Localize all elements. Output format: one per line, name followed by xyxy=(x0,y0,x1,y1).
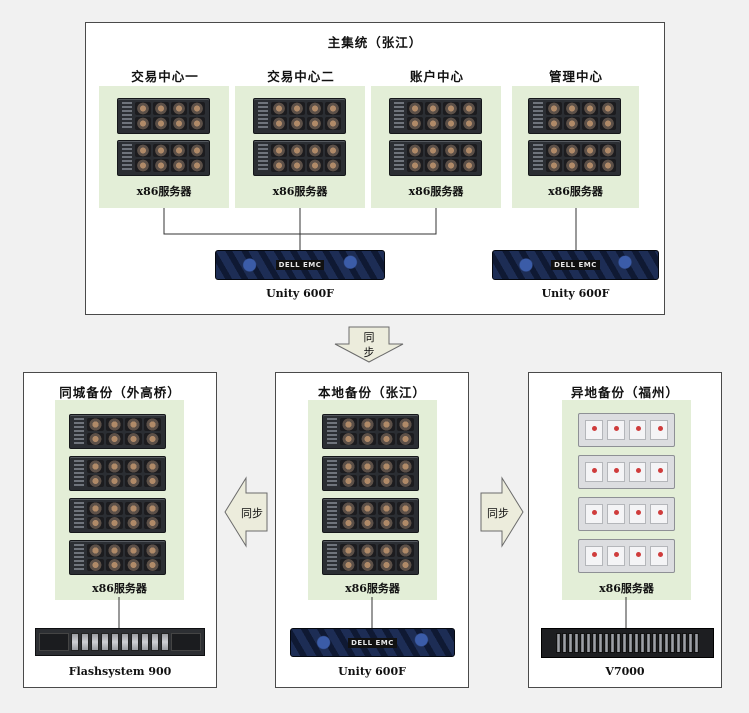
white-server-icon xyxy=(578,455,675,489)
server-icon xyxy=(389,98,482,134)
dell-storage-icon: DELL EMC xyxy=(290,628,455,657)
server-icon xyxy=(322,414,419,449)
local-title: 本地备份（张江） xyxy=(317,385,426,400)
center-name-trade-2: 交易中心二 xyxy=(267,69,335,84)
server-icon xyxy=(322,540,419,575)
white-server-icon xyxy=(578,413,675,447)
server-icon xyxy=(253,140,346,176)
remote-title: 异地备份（福州） xyxy=(570,385,679,400)
storage-label-local: Unity 600F xyxy=(338,665,406,678)
server-icon xyxy=(69,456,166,491)
server-label-management: x86服务器 xyxy=(548,185,603,198)
dell-storage-icon: DELL EMC xyxy=(215,250,385,280)
server-label-account: x86服务器 xyxy=(408,185,464,198)
white-server-icon xyxy=(578,539,675,573)
server-icon xyxy=(117,98,210,134)
server-label-trade-1: x86服务器 xyxy=(136,185,192,198)
storage-label-main-right: Unity 600F xyxy=(541,287,610,300)
same-city-title: 同城备份（外高桥） xyxy=(59,385,181,400)
v7000-storage-icon xyxy=(541,628,714,658)
server-icon xyxy=(69,540,166,575)
center-name-management: 管理中心 xyxy=(548,69,603,84)
server-icon xyxy=(117,140,210,176)
center-name-account: 账户中心 xyxy=(409,69,464,84)
sync-arrow-left-icon xyxy=(224,476,268,548)
sync-arrow-right-icon xyxy=(480,476,524,548)
storage-brand: DELL EMC xyxy=(348,637,397,648)
server-label-local: x86服务器 xyxy=(345,582,400,595)
storage-brand: DELL EMC xyxy=(275,260,325,270)
server-icon xyxy=(389,140,482,176)
server-icon xyxy=(69,498,166,533)
white-server-icon xyxy=(578,497,675,531)
server-icon xyxy=(528,98,621,134)
center-name-trade-1: 交易中心一 xyxy=(131,69,199,84)
storage-label-same-city: Flashsystem 900 xyxy=(68,665,172,678)
server-icon xyxy=(253,98,346,134)
sync-label-down: 同步 xyxy=(363,331,375,359)
server-label-trade-2: x86服务器 xyxy=(272,185,328,198)
sync-arrow-down-icon xyxy=(334,326,404,363)
server-icon xyxy=(322,498,419,533)
flashsystem-storage-icon xyxy=(35,628,205,656)
server-icon xyxy=(69,414,166,449)
main-cluster-title: 主集统（张江） xyxy=(327,35,423,50)
storage-label-remote: V7000 xyxy=(605,665,645,678)
dell-storage-icon: DELL EMC xyxy=(492,250,659,280)
storage-label-main-left: Unity 600F xyxy=(266,287,334,300)
storage-brand: DELL EMC xyxy=(551,260,600,270)
server-label-same-city: x86服务器 xyxy=(92,582,147,595)
server-icon xyxy=(322,456,419,491)
server-label-remote: x86服务器 xyxy=(599,582,654,595)
sync-label-right: 同步 xyxy=(487,507,509,520)
sync-label-left: 同步 xyxy=(241,507,263,520)
server-icon xyxy=(528,140,621,176)
